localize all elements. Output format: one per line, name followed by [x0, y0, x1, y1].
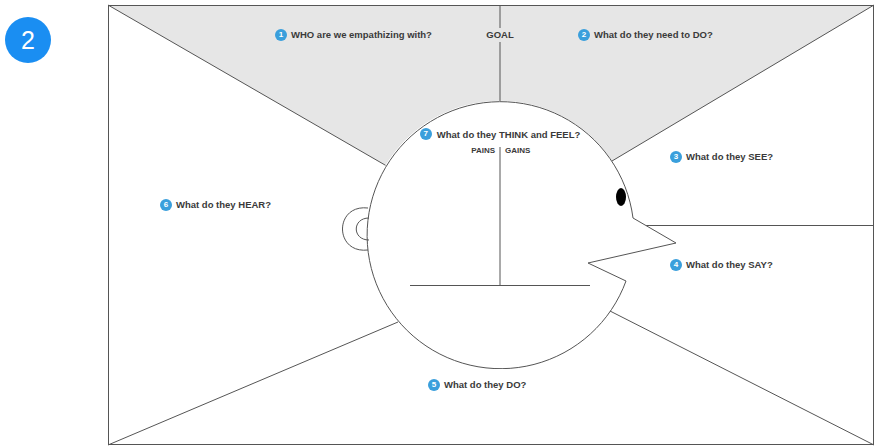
section-question: What do they SEE?	[686, 151, 773, 163]
callout-number-text: 2	[582, 29, 586, 41]
callout-number: 7	[420, 128, 432, 140]
head-circle: What do they THINK and FEEL? PAINS GAINS 7	[366, 101, 634, 369]
section-title: What do they THINK and FEEL?	[437, 129, 581, 140]
section-question: What do they HEAR?	[176, 199, 271, 211]
step-number: 2	[5, 17, 51, 63]
eye	[616, 188, 626, 206]
head-fill	[366, 101, 634, 369]
column-heading: GAINS	[505, 145, 530, 156]
callout-number: 6	[160, 199, 172, 211]
nose-mouth	[588, 218, 676, 281]
callout-number-text: 1	[279, 29, 283, 41]
section-question: What do they DO?	[444, 379, 526, 391]
column-heading: PAINS	[471, 145, 495, 156]
callout-number: 1	[275, 29, 287, 41]
section-question: What do they SAY?	[686, 259, 773, 271]
divider-line	[500, 5, 501, 101]
callout-number-text: 3	[674, 151, 678, 163]
callout-number-text: 5	[432, 379, 436, 391]
divider-line	[108, 322, 398, 445]
head-outline	[366, 101, 634, 369]
pains-gains-divider	[410, 285, 590, 286]
callout-number: 3	[670, 151, 682, 163]
divider-line	[612, 5, 874, 161]
ear	[343, 208, 369, 250]
callout-number-text: 4	[674, 259, 678, 271]
section-question: What do they need to DO?	[594, 29, 713, 41]
section-question: WHO are we empathizing with?	[291, 29, 432, 41]
head-outline	[367, 102, 633, 369]
divider-line	[610, 311, 874, 445]
callout-number-text: 7	[423, 128, 427, 140]
pains-gains-divider	[500, 147, 501, 285]
callout-number-text: 6	[164, 199, 168, 211]
callout-number: 5	[428, 379, 440, 391]
callout-number: 4	[670, 259, 682, 271]
section-question: GOAL	[483, 28, 516, 42]
callout-number: 2	[578, 29, 590, 41]
divider-line	[646, 225, 874, 226]
frame	[109, 6, 874, 445]
step-number-text: 2	[21, 26, 35, 54]
